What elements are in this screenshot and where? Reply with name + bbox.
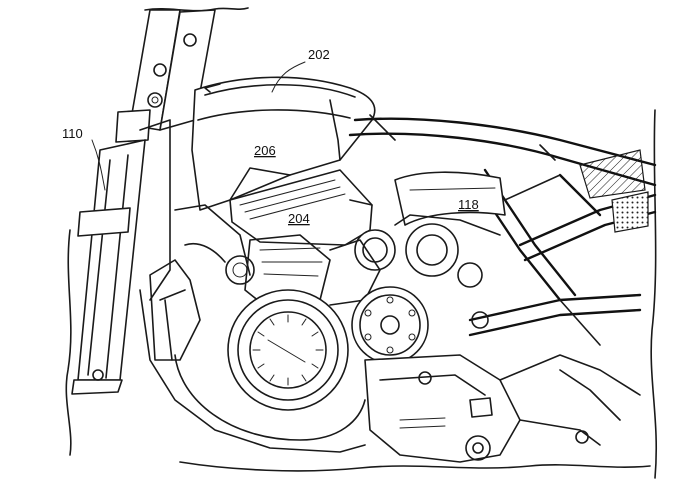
airbox-204 [229, 169, 396, 271]
break-lines [65, 7, 658, 479]
ref-110: 110 [62, 126, 83, 141]
ref-206: 206 [254, 143, 276, 158]
drive-pulley [351, 286, 429, 364]
primary-cover [174, 289, 366, 441]
intake-tube-118 [394, 171, 506, 226]
rear-grille [579, 149, 649, 233]
reference-numerals: 202 206 204 118 110 [62, 47, 479, 226]
swingarm-bracket [364, 354, 641, 463]
lower-fairing [139, 289, 366, 453]
primary-cover-slots [252, 314, 324, 386]
leader-lines [91, 61, 306, 191]
fuel-tank-206 [191, 76, 376, 211]
ref-204: 204 [288, 211, 310, 226]
ref-118: 118 [458, 197, 479, 212]
front-fork-110 [71, 9, 216, 395]
ref-202: 202 [308, 47, 330, 62]
